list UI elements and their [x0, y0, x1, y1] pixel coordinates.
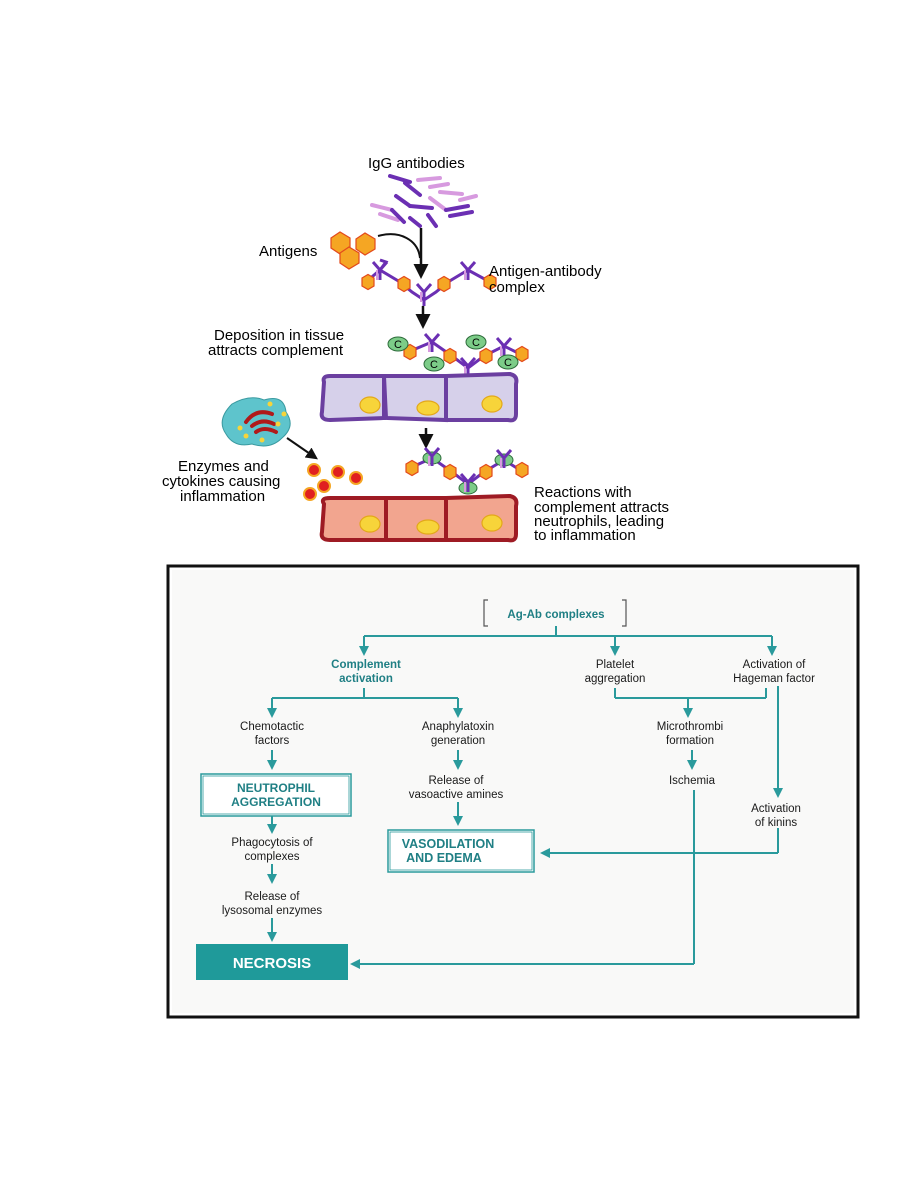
node-hageman-factor: Activation of Hageman factor	[733, 659, 815, 685]
svg-text:AGGREGATION: AGGREGATION	[231, 795, 321, 809]
svg-text:Release of: Release of	[245, 891, 301, 903]
neutrophil-icon	[221, 397, 291, 447]
flow-connectors	[267, 626, 783, 969]
svg-text:factors: factors	[255, 735, 290, 747]
tissue-cells-inflamed	[319, 493, 519, 543]
node-release-lysosomal-enzymes: Release of lysosomal enzymes	[222, 891, 323, 917]
node-complement-activation: Complement activation	[331, 659, 401, 685]
node-necrosis: NECROSIS	[196, 944, 348, 980]
top-illustration: IgG antibodies	[162, 155, 669, 544]
svg-text:C: C	[472, 337, 480, 349]
svg-text:generation: generation	[431, 735, 485, 747]
svg-text:NECROSIS: NECROSIS	[233, 955, 311, 972]
svg-text:C: C	[430, 359, 438, 371]
reactions-label-2: complement attracts	[534, 499, 669, 516]
svg-text:aggregation: aggregation	[585, 673, 646, 685]
svg-text:C: C	[394, 339, 402, 351]
svg-text:Ischemia: Ischemia	[669, 775, 716, 787]
deposition-label-1: Deposition in tissue	[214, 327, 344, 344]
igg-antibody-cluster	[370, 174, 478, 228]
reactions-label-1: Reactions with	[534, 484, 632, 501]
svg-text:Release of: Release of	[429, 775, 485, 787]
complement-c-2: C	[465, 334, 487, 350]
svg-text:C: C	[504, 357, 512, 369]
node-vasodilation-edema: VASODILATION AND EDEMA	[387, 829, 535, 873]
svg-text:Hageman factor: Hageman factor	[733, 673, 815, 685]
svg-text:NEUTROPHIL: NEUTROPHIL	[237, 781, 315, 795]
svg-text:formation: formation	[666, 735, 714, 747]
svg-text:Activation: Activation	[751, 803, 801, 815]
svg-text:Ag-Ab complexes: Ag-Ab complexes	[507, 609, 604, 621]
flowchart-panel: Ag-Ab complexes	[166, 564, 860, 1019]
svg-text:VASODILATION: VASODILATION	[402, 837, 495, 851]
deposition-label-2: attracts complement	[208, 342, 344, 359]
node-neutrophil-aggregation: NEUTROPHIL AGGREGATION	[200, 773, 352, 817]
node-ischemia: Ischemia	[669, 775, 716, 787]
enzymes-label-3: inflammation	[180, 488, 265, 505]
svg-text:Platelet: Platelet	[596, 659, 635, 671]
svg-text:Activation of: Activation of	[743, 659, 806, 671]
antigen-cluster	[330, 231, 376, 270]
svg-text:complexes: complexes	[245, 851, 300, 863]
svg-text:Anaphylatoxin: Anaphylatoxin	[422, 721, 494, 733]
enzyme-granules	[303, 463, 363, 501]
antigen-antibody-complex	[361, 258, 497, 306]
svg-text:Microthrombi: Microthrombi	[657, 721, 723, 733]
node-anaphylatoxin: Anaphylatoxin generation	[422, 721, 494, 747]
complex-label-1: Antigen-antibody	[489, 263, 602, 280]
complex-label-2: complex	[489, 279, 545, 296]
svg-text:lysosomal enzymes: lysosomal enzymes	[222, 905, 323, 917]
antigen-join-arrow	[377, 233, 421, 259]
node-phagocytosis: Phagocytosis of complexes	[231, 837, 313, 863]
igg-label: IgG antibodies	[368, 155, 465, 172]
complement-c-1: C	[387, 336, 409, 352]
deposited-complex	[403, 332, 529, 378]
node-microthrombi: Microthrombi formation	[657, 721, 723, 747]
node-platelet-aggregation: Platelet aggregation	[585, 659, 646, 685]
tissue-cells-normal	[319, 371, 519, 423]
svg-text:Chemotactic: Chemotactic	[240, 721, 304, 733]
node-chemotactic-factors: Chemotactic factors	[240, 721, 304, 747]
node-ag-ab-complexes: Ag-Ab complexes	[483, 599, 627, 627]
svg-text:vasoactive amines: vasoactive amines	[409, 789, 504, 801]
node-activation-of-kinins: Activation of kinins	[751, 803, 801, 829]
reactions-label-3: neutrophils, leading	[534, 513, 664, 530]
enzymes-label-2: cytokines causing	[162, 473, 280, 490]
svg-text:AND EDEMA: AND EDEMA	[406, 851, 482, 865]
svg-text:Complement: Complement	[331, 659, 401, 671]
complement-c-4: C	[497, 354, 519, 370]
svg-text:Phagocytosis of: Phagocytosis of	[231, 837, 313, 849]
node-release-vasoactive-amines: Release of vasoactive amines	[409, 775, 504, 801]
enzymes-label-1: Enzymes and	[178, 458, 269, 475]
arrow-neutrophil-release	[286, 437, 318, 460]
complement-molecules: C C C C	[387, 334, 519, 372]
complement-bound-complex	[405, 446, 529, 495]
svg-text:of kinins: of kinins	[755, 817, 797, 829]
reactions-label-4: to inflammation	[534, 527, 636, 544]
svg-text:activation: activation	[339, 673, 393, 685]
antigens-label: Antigens	[259, 243, 317, 260]
complement-c-3: C	[423, 356, 445, 372]
